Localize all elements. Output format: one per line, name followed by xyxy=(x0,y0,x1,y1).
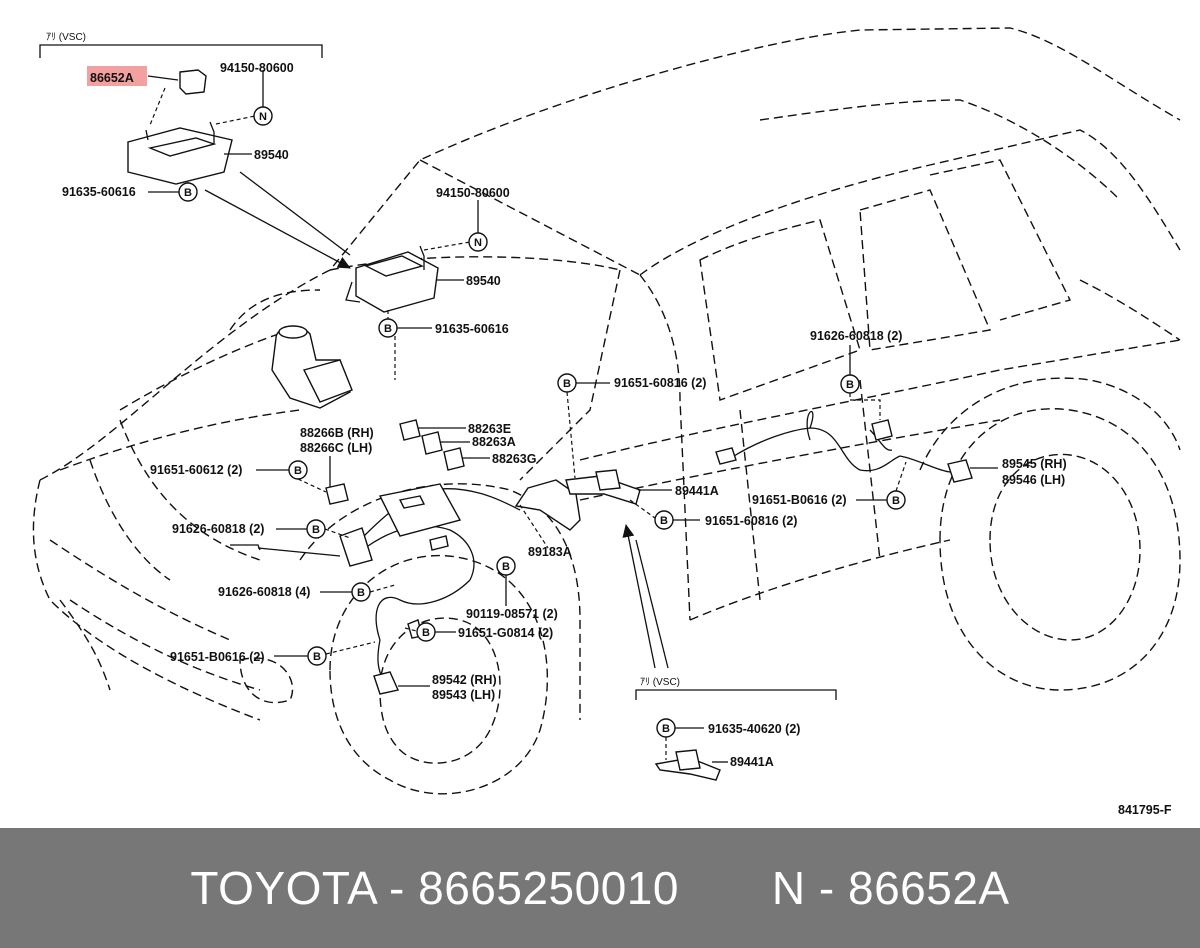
label-91626-60818-l: 91626-60818 (2) xyxy=(172,522,264,536)
highlight-86652a xyxy=(87,66,147,86)
svg-text:B: B xyxy=(662,723,670,735)
label-88263a: 88263A xyxy=(472,435,516,449)
label-94150-top: 94150-80600 xyxy=(220,61,294,75)
svg-text:B: B xyxy=(384,323,392,335)
ecu-89540-top xyxy=(127,121,233,185)
label-91651-b0616-r: 91651-B0616 (2) xyxy=(752,493,847,507)
wire-harness xyxy=(339,483,521,695)
group-bottom-title: ｱﾘ (VSC) xyxy=(640,677,680,688)
label-91651-b0616-l: 91651-B0616 (2) xyxy=(170,650,265,664)
svg-text:B: B xyxy=(660,515,668,527)
connector-part-86652a xyxy=(179,69,207,95)
parts-diagram: ｱﾘ (VSC) N 94150-80600 89540 B 91635-606… xyxy=(32,27,1181,817)
label-89441a-bottom: 89441A xyxy=(730,755,774,769)
label-89540-mid: 89540 xyxy=(466,274,501,288)
label-89441a-mid: 89441A xyxy=(675,484,719,498)
svg-text:B: B xyxy=(184,187,192,199)
group-top-title: ｱﾘ (VSC) xyxy=(46,32,86,43)
svg-text:B: B xyxy=(563,378,571,390)
svg-text:N: N xyxy=(259,111,267,123)
label-88263g: 88263G xyxy=(492,452,536,466)
svg-text:B: B xyxy=(312,524,320,536)
svg-text:B: B xyxy=(313,651,321,663)
label-91635-40620: 91635-40620 (2) xyxy=(708,722,800,736)
rear-harness xyxy=(715,410,973,483)
label-91635-top: 91635-60616 xyxy=(62,185,136,199)
svg-text:B: B xyxy=(357,587,365,599)
svg-text:B: B xyxy=(294,465,302,477)
brake-actuator xyxy=(271,325,353,409)
svg-text:B: B xyxy=(502,561,510,573)
label-89542: 89542 (RH) xyxy=(432,673,497,687)
label-90119: 90119-08571 (2) xyxy=(466,607,558,621)
svg-text:N: N xyxy=(474,237,482,249)
svg-text:B: B xyxy=(422,627,430,639)
svg-text:B: B xyxy=(892,495,900,507)
label-94150-mid: 94150-80600 xyxy=(436,186,510,200)
footer-bar: TOYOTA - 8665250010 N - 86652A xyxy=(0,828,1200,948)
label-88266b: 88266B (RH) xyxy=(300,426,374,440)
arrow-to-sensor-mid xyxy=(622,524,656,669)
diagram-drawing: ｱﾘ (VSC) N 94150-80600 89540 B 91635-606… xyxy=(32,27,1181,817)
label-89183a: 89183A xyxy=(528,545,572,559)
group-bracket-bottom: ｱﾘ (VSC) xyxy=(635,677,837,700)
label-91651-60612: 91651-60612 (2) xyxy=(150,463,242,477)
label-91651-60816-b: 91651-60816 (2) xyxy=(705,514,797,528)
label-88263e: 88263E xyxy=(468,422,511,436)
svg-text:B: B xyxy=(846,379,854,391)
group-bracket-top: ｱﾘ (VSC) xyxy=(39,32,323,58)
label-88266c: 88266C (LH) xyxy=(300,441,372,455)
bracket-89183a xyxy=(514,479,581,531)
label-91651-60816-a: 91651-60816 (2) xyxy=(614,376,706,390)
label-89546: 89546 (LH) xyxy=(1002,473,1065,487)
label-89545: 89545 (RH) xyxy=(1002,457,1067,471)
label-89540-top: 89540 xyxy=(254,148,289,162)
footer-text: TOYOTA - 8665250010 N - 86652A xyxy=(190,862,1010,914)
vehicle-outline xyxy=(32,27,1181,795)
bracket-88266 xyxy=(325,483,349,505)
drawing-number: 841795-F xyxy=(1118,803,1172,817)
relays-88263 xyxy=(399,419,465,471)
label-91651-g0814: 91651-G0814 (2) xyxy=(458,626,553,640)
label-89543: 89543 (LH) xyxy=(432,688,495,702)
label-91626-60818-4: 91626-60818 (4) xyxy=(218,585,310,599)
symbol-b-b616-l xyxy=(307,646,327,666)
label-91626-60818-r: 91626-60818 (2) xyxy=(810,329,902,343)
ecu-89540-mid xyxy=(345,245,439,313)
label-91635-mid: 91635-60616 xyxy=(435,322,509,336)
sensor-89441a-bottom xyxy=(654,749,721,781)
label-86652a: 86652A xyxy=(90,71,134,85)
arrow-to-ecu-mid xyxy=(204,189,351,269)
